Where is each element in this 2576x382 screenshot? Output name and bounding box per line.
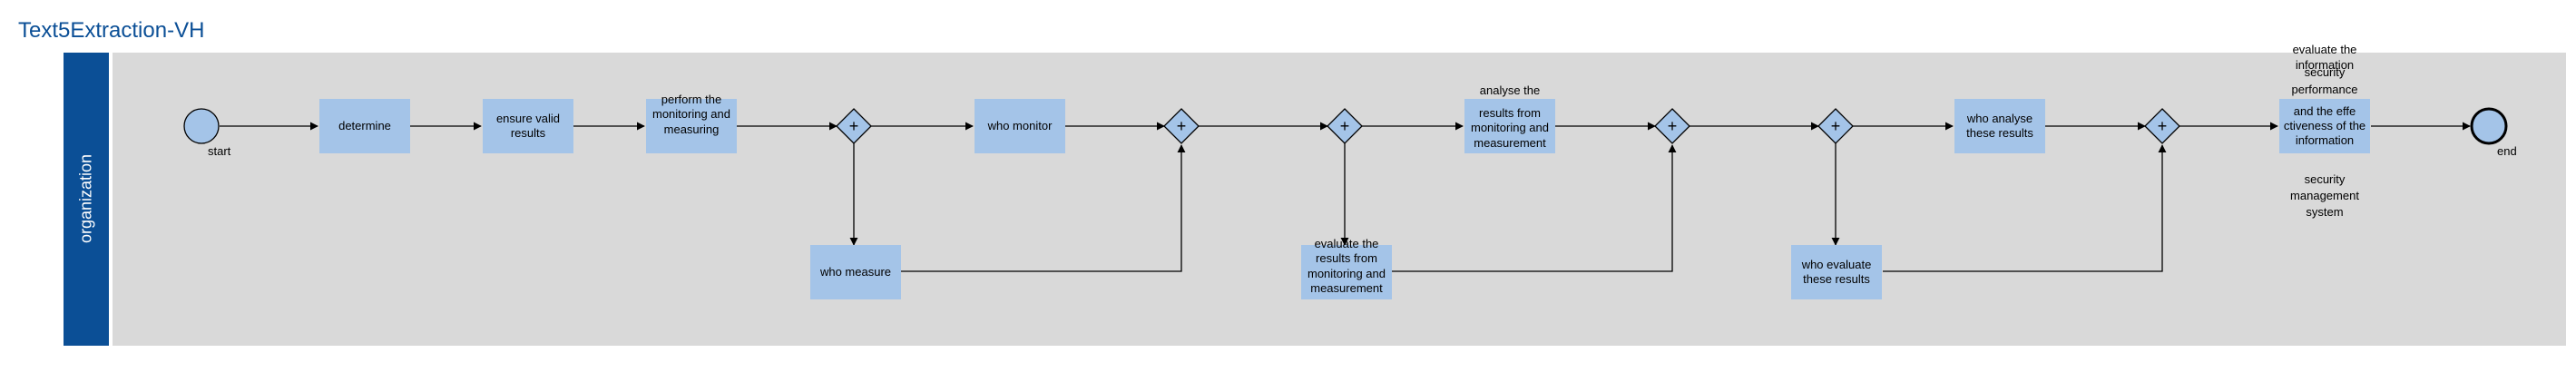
task-who-evaluate[interactable]: who evaluate these results — [1791, 245, 1882, 299]
task-ensure-valid-results[interactable]: ensure valid results — [483, 99, 573, 153]
diagram-title: Text5Extraction-VH — [18, 18, 205, 43]
parallel-gateway-symbol: + — [2158, 117, 2168, 135]
final-label-line-2: information — [2295, 58, 2355, 72]
parallel-gateway-3 — [1327, 108, 1363, 144]
parallel-gateway-6 — [2144, 108, 2180, 144]
parallel-gateway-symbol: + — [1177, 117, 1187, 135]
final-label-line-4: performance — [2291, 83, 2358, 96]
task-who-analyse[interactable]: who analyse these results — [1954, 99, 2045, 153]
parallel-gateway-symbol: + — [1831, 117, 1841, 135]
final-label-line-7: system — [2306, 205, 2344, 219]
task-evaluate-performance-label: and the effe ctiveness of the informatio… — [2283, 103, 2366, 148]
parallel-gateway-2 — [1163, 108, 1200, 144]
final-label-line-3: security — [2304, 65, 2346, 79]
task-perform-monitoring[interactable]: perform the monitoring and measuring — [646, 93, 737, 153]
end-label: end — [2497, 144, 2517, 158]
lane-header: organization — [64, 53, 109, 346]
start-label: start — [208, 144, 231, 158]
final-label-line-5: security — [2304, 172, 2346, 186]
task-evaluate-results[interactable]: evaluate the results from monitoring and… — [1301, 237, 1392, 299]
parallel-gateway-5 — [1817, 108, 1854, 144]
task-analyse-results-label: results from monitoring and measurement — [1471, 106, 1549, 150]
final-label-line-1: evaluate the — [2292, 43, 2357, 56]
flow-whomeasure-gateway2 — [901, 144, 1186, 272]
task-perform-monitoring-label: perform the monitoring and measuring — [652, 93, 730, 136]
start-event — [183, 108, 220, 144]
task-analyse-results-label-top: analyse the — [1479, 83, 1541, 97]
flow-evaluate-gateway4 — [1392, 144, 1677, 272]
flow-whoevaluate-gateway6 — [1883, 144, 2167, 272]
parallel-gateway-1 — [836, 108, 872, 144]
task-evaluate-performance[interactable]: and the effe ctiveness of the informatio… — [2279, 99, 2370, 153]
task-who-measure[interactable]: who measure — [810, 245, 901, 299]
parallel-gateway-4 — [1654, 108, 1690, 144]
task-determine[interactable]: determine — [319, 99, 410, 153]
task-who-monitor[interactable]: who monitor — [975, 99, 1065, 153]
parallel-gateway-symbol: + — [1340, 117, 1350, 135]
final-label-line-6: management — [2290, 189, 2359, 202]
parallel-gateway-symbol: + — [849, 117, 859, 135]
end-event — [2470, 107, 2508, 145]
task-evaluate-results-label: evaluate the results from monitoring and… — [1308, 237, 1386, 295]
parallel-gateway-symbol: + — [1668, 117, 1678, 135]
task-analyse-results[interactable]: results from monitoring and measurement — [1464, 99, 1555, 153]
